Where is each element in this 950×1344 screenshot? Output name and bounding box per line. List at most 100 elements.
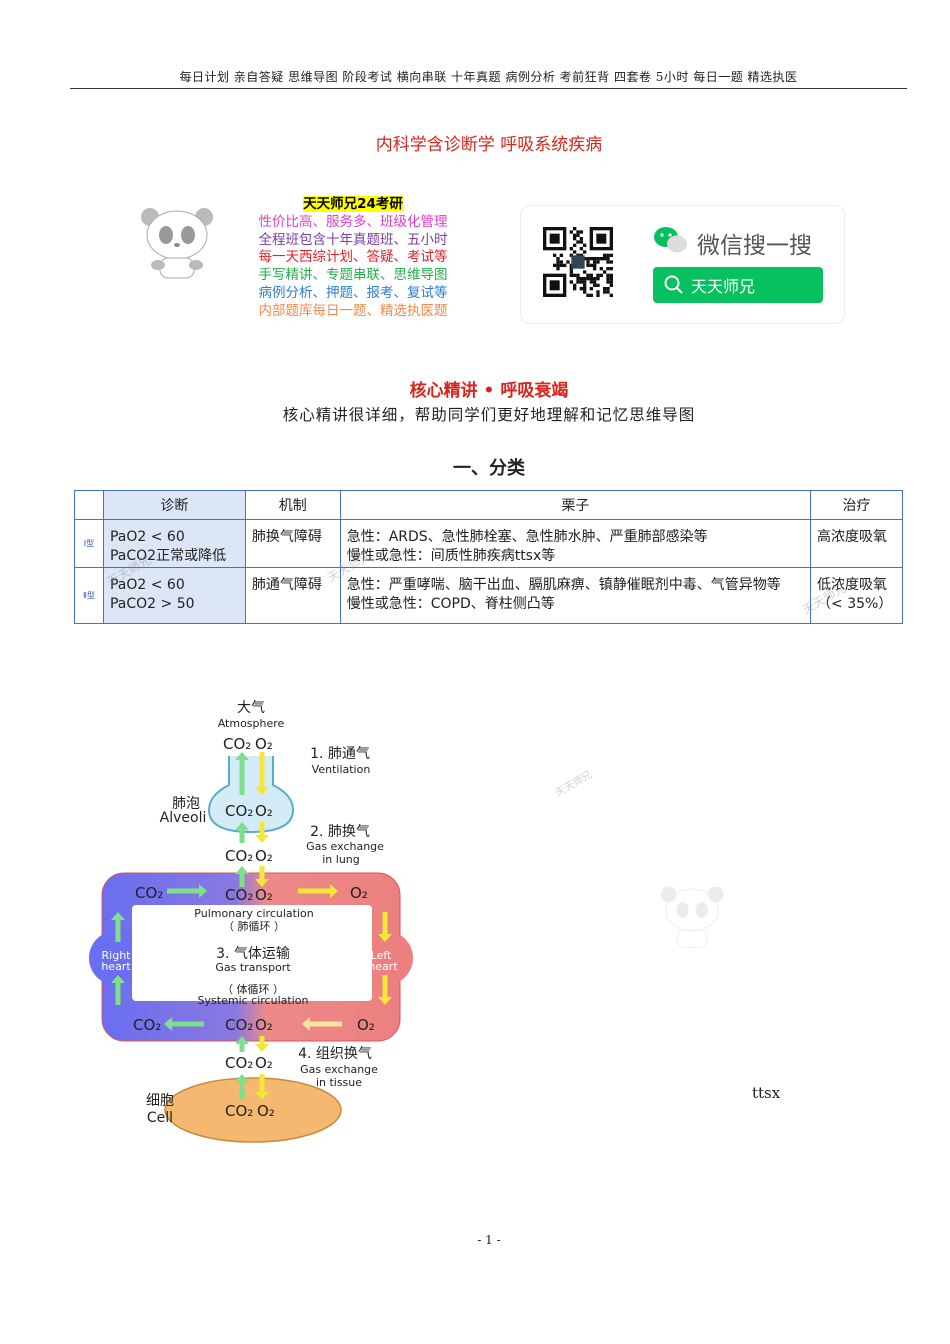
label-atmosphere-cn: 大气 xyxy=(237,700,265,716)
label-lung-exchange-en: in lung xyxy=(322,853,360,866)
label-atmosphere-en: Atmosphere xyxy=(218,717,285,730)
ad-line: 手写精讲、专题串联、思维导图 xyxy=(240,267,466,285)
arrow-icon xyxy=(111,975,125,1005)
example-line: 急性：ARDS、急性肺栓塞、急性肺水肿、严重肺部感染等 xyxy=(346,529,708,545)
arrow-icon xyxy=(164,1017,204,1031)
arrow-icon xyxy=(255,752,269,795)
arrow-icon xyxy=(255,1036,269,1052)
gas-label-co2: CO₂ xyxy=(225,1054,253,1072)
ad-line: 性价比高、服务多、班级化管理 xyxy=(240,214,466,232)
arrow-icon xyxy=(235,1036,249,1052)
ad-line: 内部题库每日一题、精选执医题 xyxy=(240,303,466,321)
example-line: 慢性或急性：COPD、脊柱侧凸等 xyxy=(346,596,555,612)
arrow-icon xyxy=(111,912,125,942)
label-tissue-exchange-cn: 4. 组织换气 xyxy=(298,1045,372,1062)
header-cell: 诊断 xyxy=(102,490,246,520)
ad-line: 每一天西综计划、答疑、考试等 xyxy=(240,249,466,267)
label-tissue-exchange-en: Gas exchange xyxy=(300,1063,378,1076)
label-cell-cn: 细胞 xyxy=(146,1093,174,1109)
arrow-icon xyxy=(167,884,207,898)
arrow-icon xyxy=(255,1074,269,1100)
page-number: - 1 - xyxy=(477,1233,501,1247)
diagnosis-line: PaO2 < 60 xyxy=(109,577,185,593)
label-systemic-cn: （ 体循环 ） xyxy=(222,982,284,996)
label-cell-en: Cell xyxy=(147,1110,173,1126)
gas-label-o2: O₂ xyxy=(255,886,273,904)
gas-label-co2: CO₂ xyxy=(133,1016,161,1034)
ttsx-mark: ttsx xyxy=(752,1084,781,1102)
ad-line: 全程班包含十年真题班、五小时 xyxy=(240,232,466,250)
ad-line-text: 病例分析、押题、报考、复试等 xyxy=(258,284,448,301)
arrow-icon xyxy=(235,866,249,887)
gas-label-o2: O₂ xyxy=(257,1102,275,1120)
gas-label-co2: CO₂ xyxy=(135,884,163,902)
example-cell: 急性：严重哮喘、脑干出血、膈肌麻痹、镇静催眠剂中毒、气管异物等慢性或急性：COP… xyxy=(339,567,812,624)
gas-label-co2: CO₂ xyxy=(223,735,251,753)
label-ventilation-en: Ventilation xyxy=(312,763,371,776)
header-divider xyxy=(70,88,907,89)
document-title: 内科学含诊断学 呼吸系统疾病 xyxy=(375,135,603,155)
mechanism-cell: 肺换气障碍 xyxy=(244,519,341,568)
ad-line: 天天师兄24考研 xyxy=(240,196,466,214)
wechat-search-title: 微信搜一搜 xyxy=(697,233,812,259)
diagnosis-cell: PaO2 < 60 PaCO2 > 50 xyxy=(102,567,246,624)
label-lung-exchange-cn: 2. 肺换气 xyxy=(310,823,370,840)
gas-label-o2: O₂ xyxy=(350,884,368,902)
treatment-line: （< 35%） xyxy=(817,596,893,612)
header-cell: 治疗 xyxy=(810,490,903,520)
left-heart-shape xyxy=(359,931,413,985)
ad-text-block: 天天师兄24考研性价比高、服务多、班级化管理全程班包含十年真题班、五小时每一天西… xyxy=(240,196,466,321)
wechat-icon xyxy=(654,227,687,253)
gas-label-o2: O₂ xyxy=(255,1054,273,1072)
gas-label-o2: O₂ xyxy=(255,1016,273,1034)
mechanism-cell: 肺通气障碍 xyxy=(244,567,341,624)
diagnosis-line: PaCO2 > 50 xyxy=(109,596,195,612)
treatment-cell: 低浓度吸氧 （< 35%） xyxy=(810,567,903,624)
ad-line-text: 手写精讲、专题串联、思维导图 xyxy=(258,267,448,284)
section-subtitle: 核心精讲很详细，帮助同学们更好地理解和记忆思维导图 xyxy=(282,406,696,424)
search-button-label: 天天师兄 xyxy=(691,277,756,296)
gas-label-co2: CO₂ xyxy=(225,886,253,904)
label-left-heart: Left xyxy=(371,949,392,962)
arrow-icon xyxy=(255,866,269,887)
ad-line-text: 全程班包含十年真题班、五小时 xyxy=(258,231,448,248)
wechat-search-card xyxy=(520,205,845,324)
diagnosis-line: PaO2 < 60 xyxy=(109,529,185,545)
label-alveoli-en: Alveoli xyxy=(160,810,207,826)
page-header: 每日计划 亲自答疑 思维导图 阶段考试 横向串联 十年真题 病例分析 考前狂背 … xyxy=(179,70,798,84)
alveoli-shape xyxy=(207,756,295,834)
panda-watermark-icon xyxy=(660,886,724,949)
gas-label-co2: CO₂ xyxy=(225,802,253,820)
heading-classification: 一、分类 xyxy=(453,458,525,479)
label-lung-exchange-en: Gas exchange xyxy=(306,840,384,853)
label-systemic-en: Systemic circulation xyxy=(198,994,309,1007)
label-left-heart: heart xyxy=(368,960,398,973)
label-transport-en: Gas transport xyxy=(215,961,291,974)
panda-logo-icon xyxy=(141,208,213,279)
qr-code-icon[interactable] xyxy=(543,227,613,297)
label-pulmonary-en: Pulmonary circulation xyxy=(194,907,313,920)
label-tissue-exchange-en: in tissue xyxy=(316,1076,362,1089)
arrow-icon xyxy=(235,1074,249,1100)
cell-shape xyxy=(164,1077,342,1143)
ad-line-text: 性价比高、服务多、班级化管理 xyxy=(258,213,448,230)
gas-label-o2: O₂ xyxy=(255,802,273,820)
label-right-heart: Right xyxy=(102,949,132,962)
arrow-icon xyxy=(235,822,249,843)
gas-label-co2: CO₂ xyxy=(225,1102,253,1120)
treatment-line: 低浓度吸氧 xyxy=(817,577,888,593)
ad-line-text: 内部题库每日一题、精选执医题 xyxy=(258,302,448,319)
gas-arrows xyxy=(111,752,392,1100)
example-cell: 急性：ARDS、急性肺栓塞、急性肺水肿、严重肺部感染等慢性或急性：间质性肺疾病t… xyxy=(339,519,812,568)
wechat-search-button[interactable]: 天天师兄 xyxy=(653,267,823,303)
label-alveoli-cn: 肺泡 xyxy=(172,796,200,812)
gas-label-co2: CO₂ xyxy=(225,847,253,865)
arrow-icon xyxy=(255,822,269,843)
section-title: 核心精讲 • 呼吸衰竭 xyxy=(409,381,569,401)
treatment-cell: 高浓度吸氧 xyxy=(810,519,903,568)
label-right-heart: heart xyxy=(101,960,131,973)
arrow-icon xyxy=(302,1017,342,1031)
